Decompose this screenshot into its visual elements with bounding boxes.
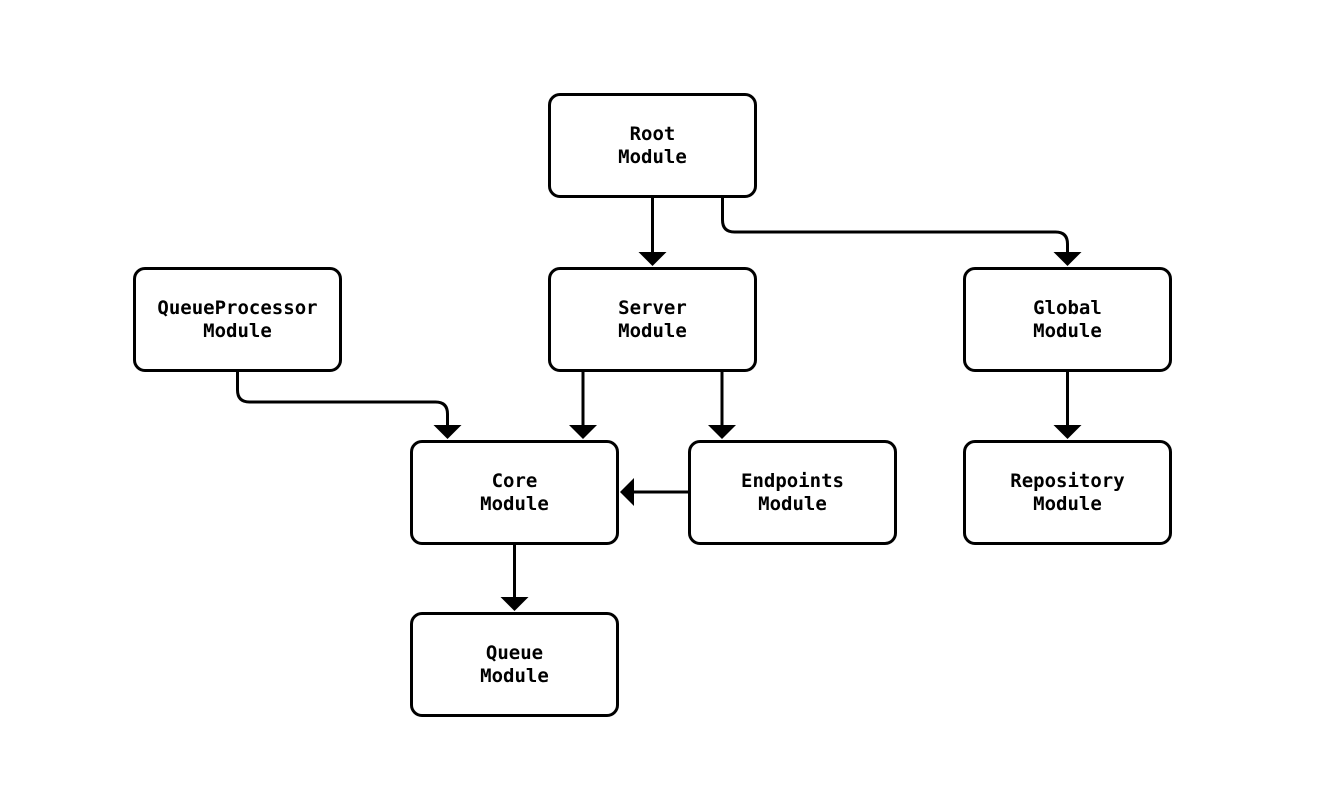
arrowhead-root-to-server [638,252,667,266]
node-label-line1: Core [491,469,538,492]
node-endpoints-module: Endpoints Module [688,440,897,545]
node-queueprocessor-module: QueueProcessor Module [133,267,342,372]
arrowhead-endpoints-to-core [620,478,634,506]
node-global-module: Global Module [963,267,1172,372]
node-server-module: Server Module [548,267,757,372]
node-label-line2: Module [480,664,549,687]
node-label-line1: Repository [1010,469,1125,492]
node-label-line1: Global [1033,296,1102,319]
arrowhead-root-to-global [1053,252,1082,266]
node-label-line2: Module [1033,319,1102,342]
arrowhead-core-to-queue [500,597,529,611]
node-repository-module: Repository Module [963,440,1172,545]
node-label-line1: QueueProcessor [157,296,318,319]
node-label-line2: Module [480,492,549,515]
node-label-line2: Module [618,145,687,168]
node-root-module: Root Module [548,93,757,198]
node-queue-module: Queue Module [410,612,619,717]
node-label-line2: Module [618,319,687,342]
node-label-line1: Queue [485,641,544,664]
node-label-line1: Server [618,296,687,319]
node-core-module: Core Module [410,440,619,545]
node-label-line2: Module [203,319,272,342]
arrowhead-server-to-core [569,425,597,439]
edge-queueprocessor-to-core [236,372,449,425]
node-label-line2: Module [1033,492,1102,515]
arrowhead-global-to-repository [1053,425,1082,439]
arrowhead-queueprocessor-to-core [433,425,462,439]
edge-root-to-global [721,198,1069,252]
node-label-line1: Endpoints [741,469,844,492]
arrowhead-server-to-endpoints [708,425,736,439]
node-label-line2: Module [758,492,827,515]
node-label-line1: Root [629,122,676,145]
